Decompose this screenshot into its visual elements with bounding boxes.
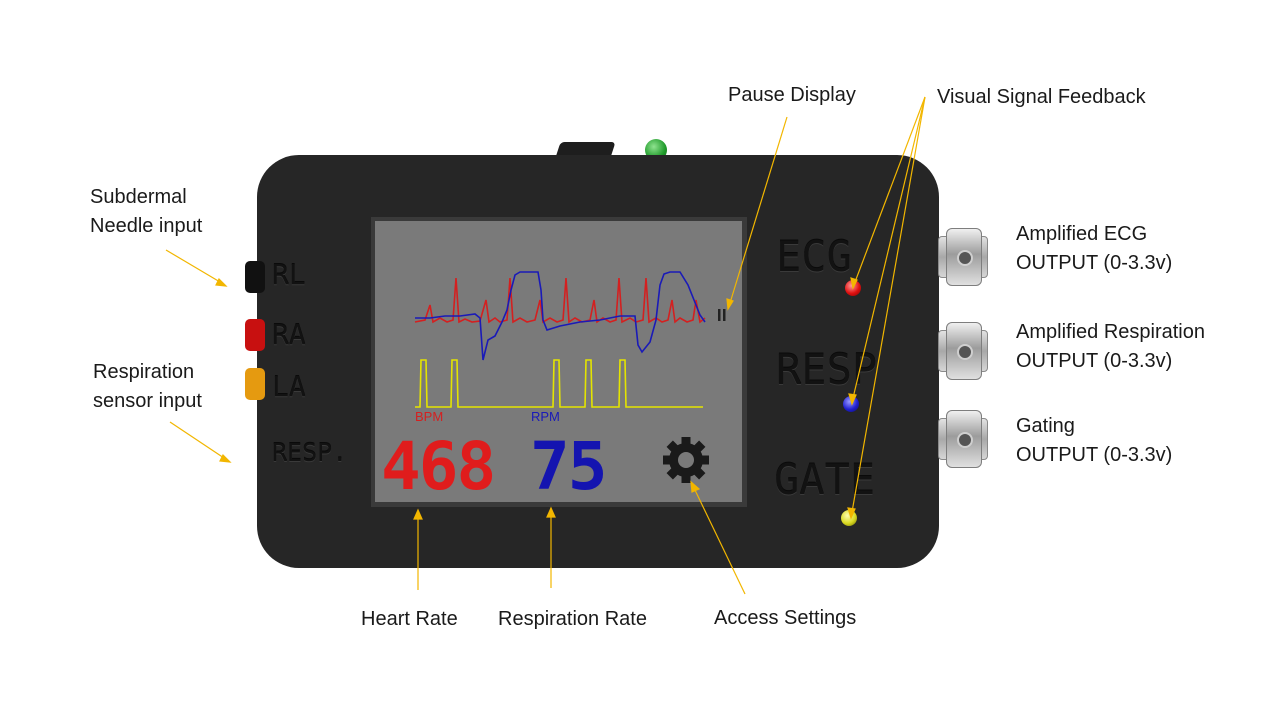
gating-label-line2: OUTPUT (0-3.3v) [1016,444,1173,466]
amplified-ecg-label-line2: OUTPUT (0-3.3v) [1016,252,1173,274]
jack-rl[interactable] [245,261,265,293]
arrow-respiration-sensor [169,421,225,459]
resp-feedback-led [843,396,859,412]
jack-la[interactable] [245,368,265,400]
gate-waveform [415,359,703,408]
bnc-gate-output[interactable] [938,410,990,468]
rpm-value: 75 [530,428,607,505]
gating-label-line1: Gating [1016,415,1075,437]
jack-label-resp: RESP. [272,438,348,467]
respiration-sensor-label-line2: sensor input [93,390,202,412]
respiration-rate-label: Respiration Rate [498,608,647,630]
subdermal-needle-label-line2: Needle input [90,215,203,237]
arrow-subdermal [165,249,221,283]
pause-icon-bar-left [718,309,721,321]
arrow-feedback-gate [851,96,926,513]
subdermal-needle-label-line1: Subdermal [90,186,187,208]
heart-rate-label: Heart Rate [361,608,458,630]
amplified-ecg-label-line1: Amplified ECG [1016,223,1148,245]
bpm-label: BPM [415,409,444,424]
bnc-ecg-output[interactable] [938,228,990,286]
gear-icon[interactable] [663,437,709,483]
amplified-resp-label-line1: Amplified Respiration [1016,321,1205,343]
respiration-sensor-label-line1: Respiration [93,361,195,383]
arrow-pause-display [729,116,788,304]
pause-icon-bar-right [723,309,726,321]
bnc-resp-output[interactable] [938,322,990,380]
jack-label-rl: RL [272,258,306,291]
jack-label-la: LA [272,370,306,403]
access-settings-label: Access Settings [714,607,857,629]
visual-signal-feedback-label: Visual Signal Feedback [937,86,1146,108]
output-label-ecg: ECG [776,232,852,281]
pause-display-label: Pause Display [728,84,856,106]
arrow-access-settings [693,487,746,595]
arrow-feedback-resp [852,96,926,399]
amplified-resp-label-line2: OUTPUT (0-3.3v) [1016,350,1173,372]
ecg-waveform [414,277,706,324]
arrow-feedback-ecg [854,96,926,283]
jack-label-ra: RA [272,318,306,351]
rpm-label: RPM [531,409,560,424]
respiration-waveform [415,271,706,361]
jack-ra[interactable] [245,319,265,351]
bpm-value: 468 [381,428,496,505]
